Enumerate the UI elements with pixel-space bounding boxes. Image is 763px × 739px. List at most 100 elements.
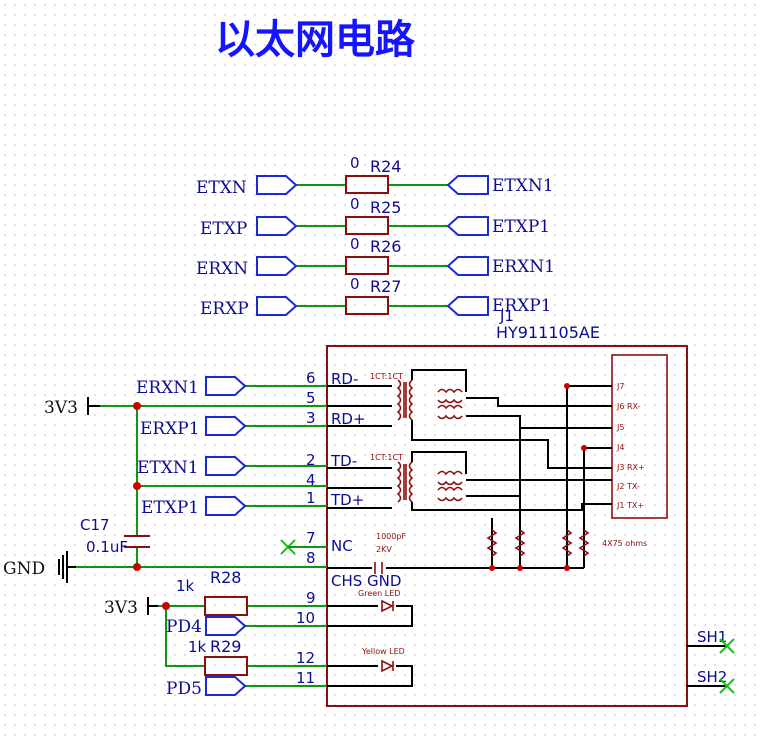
j1-internal-wiring	[327, 369, 612, 569]
pin-10: 10	[296, 609, 315, 627]
r24-value: 0	[350, 154, 360, 172]
label-3v3-2: 3V3	[104, 598, 138, 618]
jack-pin-j6: J6 RX-	[616, 402, 641, 411]
port-etxp[interactable]	[256, 216, 298, 236]
resistor-r29[interactable]	[204, 656, 248, 676]
port-etxp1-left[interactable]	[205, 496, 247, 516]
c17-value: 0.1uF	[86, 538, 128, 556]
resistor-r26[interactable]	[345, 256, 389, 275]
pin-4: 4	[306, 471, 316, 489]
r27-value: 0	[350, 275, 360, 293]
j1-part: HY911105AE	[496, 323, 600, 342]
power-gnd-symbol	[58, 551, 76, 583]
pin-11: 11	[296, 669, 315, 687]
port-erxn1-left[interactable]	[205, 376, 247, 396]
junction	[162, 602, 170, 610]
rj45-jack-block	[611, 354, 668, 519]
port-etxn1[interactable]	[446, 175, 489, 195]
resistor-r28[interactable]	[204, 596, 248, 616]
pin-name-td-plus: TD+	[330, 491, 364, 509]
label-erxn1-left: ERXN1	[136, 378, 199, 398]
pin-name-td-minus: TD-	[330, 452, 357, 470]
resistor-network-label: 4X75 ohms	[602, 539, 647, 548]
wire-r29	[165, 606, 327, 667]
left-wiring: 3V3 GND 3V3 C17 0.1uF ERXN1 ERXP1 ETXN1 …	[3, 376, 735, 699]
transformer-1	[396, 379, 463, 421]
green-led-label: Green LED	[358, 589, 400, 598]
label-gnd: GND	[3, 559, 45, 579]
power-3v3-symbol-2	[147, 597, 158, 615]
pin-5: 5	[306, 389, 316, 407]
r25-value: 0	[350, 195, 360, 213]
pin-6: 6	[306, 369, 316, 387]
label-pd4: PD4	[166, 617, 202, 637]
connector-j1: J1 HY911105AE	[296, 307, 727, 707]
label-etxn1-left: ETXN1	[137, 458, 199, 478]
transformer-2-label: 1CT:1CT	[370, 453, 403, 462]
jack-pin-j1: J1 TX+	[616, 501, 644, 510]
capacitor-c17[interactable]	[124, 535, 150, 548]
jack-pin-j5: J5	[616, 423, 624, 432]
label-erxn: ERXN	[196, 259, 248, 279]
label-erxp1: ERXP1	[492, 296, 552, 316]
page-title: 以太网电路	[215, 17, 415, 63]
cap-value: 1000pF	[376, 532, 406, 541]
resistor-r24[interactable]	[345, 175, 389, 194]
power-3v3-symbol	[87, 397, 100, 415]
label-etxp1: ETXP1	[492, 217, 550, 237]
port-erxp1[interactable]	[446, 296, 489, 316]
pin-1: 1	[306, 489, 316, 507]
junction	[581, 445, 587, 451]
junction	[133, 482, 141, 490]
yellow-led-label: Yellow LED	[361, 647, 405, 656]
port-erxn1[interactable]	[446, 256, 489, 276]
label-etxn: ETXN	[196, 178, 247, 198]
jack-pin-j3: J3 RX+	[616, 463, 645, 472]
shield-wires	[687, 645, 727, 687]
port-erxp[interactable]	[256, 296, 298, 316]
port-pd4[interactable]	[205, 616, 247, 636]
resistor-r25[interactable]	[345, 216, 389, 235]
r28-ref: R28	[210, 568, 241, 587]
junction	[133, 402, 141, 410]
c17-ref: C17	[80, 516, 110, 534]
sh1-x-icon	[719, 638, 735, 654]
label-etxp1-left: ETXP1	[141, 498, 199, 518]
r24-ref: R24	[370, 157, 401, 176]
jack-pin-j7: J7	[616, 382, 624, 391]
port-etxn1-left[interactable]	[205, 456, 247, 476]
pin-3: 3	[306, 409, 316, 427]
shield-sh2: SH2	[697, 668, 727, 686]
r27-ref: R27	[370, 277, 401, 296]
transformer-1-label: 1CT:1CT	[370, 372, 403, 381]
port-etxp1[interactable]	[446, 216, 489, 236]
pin-name-chs-gnd: CHS GND	[331, 572, 401, 590]
top-jumper-section: ETXN ETXP ERXN ERXP ETXN1 ETXP1 ERXN1 ER…	[196, 154, 555, 319]
port-erxn[interactable]	[256, 256, 298, 276]
j1-body[interactable]	[326, 345, 688, 707]
j1-ref: J1	[499, 307, 514, 325]
jack-pin-j2: J2 TX-	[616, 482, 640, 491]
pin-12: 12	[296, 649, 315, 667]
label-etxn1: ETXN1	[492, 176, 554, 196]
junction	[564, 383, 570, 389]
label-erxp: ERXP	[200, 299, 249, 319]
pin-name-rd-plus: RD+	[331, 410, 366, 428]
jack-pin-j4: J4	[616, 443, 624, 452]
label-3v3: 3V3	[44, 398, 78, 418]
pin-2: 2	[306, 451, 316, 469]
r26-ref: R26	[370, 237, 401, 256]
port-etxn[interactable]	[256, 175, 298, 195]
resistor-network	[486, 529, 590, 557]
port-pd5[interactable]	[205, 676, 247, 696]
yellow-led	[327, 659, 413, 687]
cap-1000pf	[374, 562, 383, 574]
transformer-2	[396, 461, 463, 503]
port-erxp1-left[interactable]	[205, 416, 247, 436]
resistor-r27[interactable]	[345, 296, 389, 315]
sh2-x-icon	[719, 678, 735, 694]
label-erxn1: ERXN1	[492, 257, 555, 277]
junction	[133, 563, 141, 571]
r28-value: 1k	[176, 577, 195, 595]
